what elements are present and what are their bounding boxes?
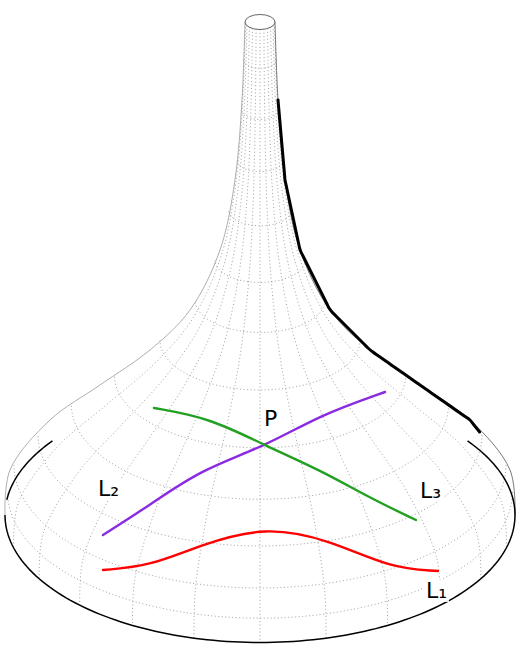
grid-meridian <box>268 28 388 625</box>
curve-label: L₁ <box>424 580 449 602</box>
grid-meridian <box>14 24 246 548</box>
grid-meridian <box>260 30 261 643</box>
curve-l2 <box>103 392 385 535</box>
grid-meridian <box>194 29 256 638</box>
curve-l1 <box>103 531 438 571</box>
base-rim-back <box>468 441 515 515</box>
base-rim <box>5 515 515 643</box>
curve-l3 <box>154 408 416 520</box>
grid-parallel <box>160 340 360 390</box>
grid-meridian <box>274 24 506 548</box>
tractrix-profile <box>278 100 480 432</box>
right-silhouette <box>275 22 515 515</box>
geodesics <box>103 392 438 571</box>
curve-label: L₂ <box>96 478 121 500</box>
grid-meridian <box>80 27 250 605</box>
surface-grid <box>8 24 513 643</box>
base-rim-back <box>7 441 53 500</box>
grid-meridian <box>264 29 326 638</box>
grid-parallel <box>38 435 482 546</box>
point-label: P <box>262 408 279 430</box>
left-silhouette <box>5 22 245 515</box>
grid-meridian <box>39 26 247 579</box>
surface-outline <box>5 15 515 643</box>
grid-meridian <box>273 26 481 579</box>
top-cap <box>245 15 275 30</box>
curve-label: L₃ <box>418 480 443 502</box>
